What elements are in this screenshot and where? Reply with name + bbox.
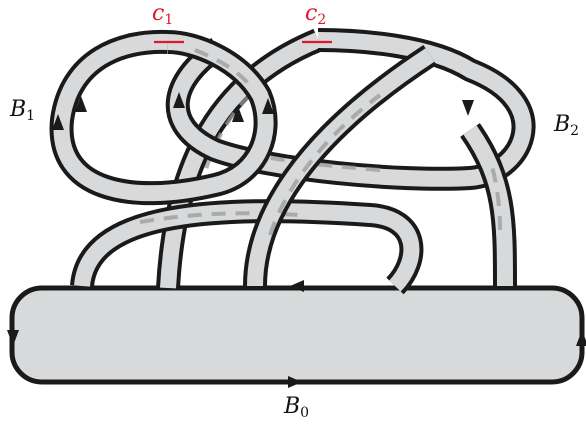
arrow-b1-inner [75, 96, 87, 112]
band-b1-middle-pass [70, 199, 424, 295]
label-b1: B1 [9, 97, 35, 124]
arrow-b1-outer [52, 114, 64, 130]
arrow-b2-left [232, 106, 244, 122]
band-b2-left-leg [156, 28, 323, 289]
band-b2-inner-loop [165, 28, 536, 191]
band-b1-left-leg [243, 44, 437, 287]
arrow-b0-bottom [288, 376, 302, 388]
label-b0: B0 [283, 394, 309, 421]
band-b1-outer-loop [49, 29, 278, 206]
arrow-b2-right [262, 98, 274, 114]
arrow-b2-loop [462, 100, 474, 116]
base-disk-b0 [9, 285, 585, 385]
label-c2: c2 [305, 1, 326, 28]
arrow-b0-right [576, 330, 586, 346]
label-c1: c1 [152, 1, 173, 28]
band-b2-right-leg [460, 123, 517, 287]
arrow-b2-inner [173, 92, 185, 108]
arrow-b0-left [7, 330, 19, 346]
arrow-b0-top [290, 280, 304, 292]
label-b2: B2 [553, 112, 579, 139]
